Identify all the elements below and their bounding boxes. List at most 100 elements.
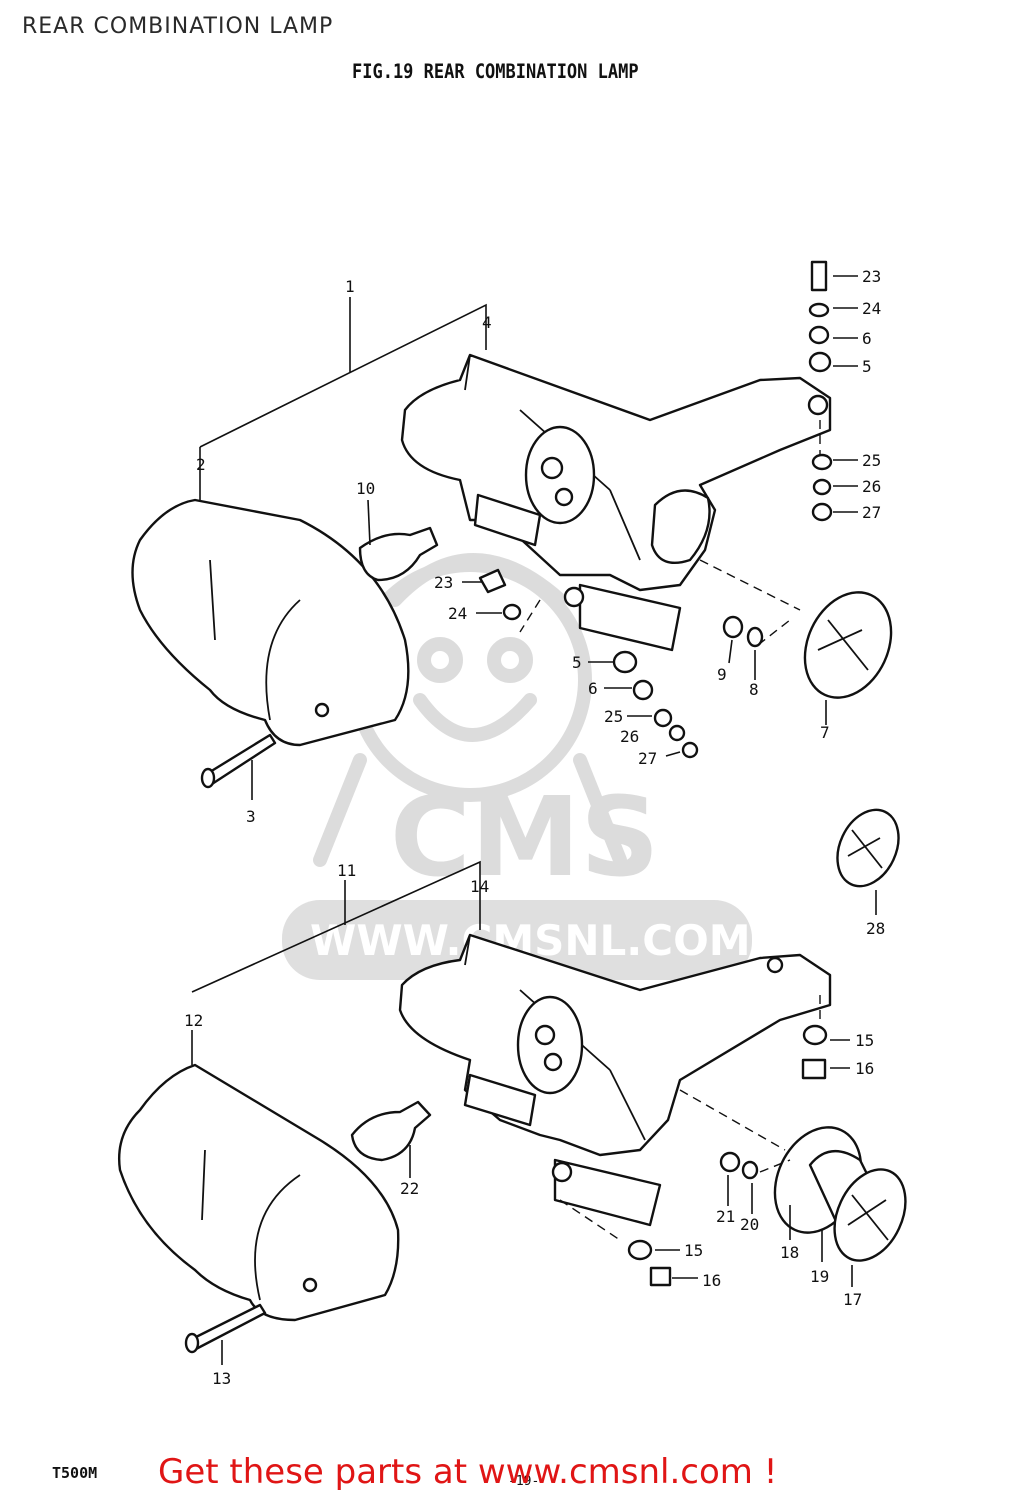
callout-25: 25 xyxy=(862,451,881,470)
callout-24-lower: 24 xyxy=(448,604,467,623)
callout-26-lower: 26 xyxy=(620,727,639,746)
callout-22: 22 xyxy=(400,1179,419,1198)
callout-4: 4 xyxy=(482,313,492,332)
washer-20 xyxy=(741,1160,759,1180)
lens-contour-line xyxy=(201,1149,301,1301)
license-bracket-lower xyxy=(553,1158,662,1227)
callout-20: 20 xyxy=(740,1215,759,1234)
callout-16: 16 xyxy=(855,1059,874,1078)
callout-11: 11 xyxy=(337,861,356,880)
mount-tab-lower xyxy=(463,1073,537,1127)
nut-5-lower xyxy=(612,650,638,674)
nut-27-lower xyxy=(681,741,699,759)
assembly-dashed-lines xyxy=(559,995,821,1241)
callout-17: 17 xyxy=(843,1290,862,1309)
model-code: T500M xyxy=(52,1464,98,1482)
nut-15-lower xyxy=(627,1239,653,1261)
socket-contact-icon xyxy=(540,456,564,480)
callout-21: 21 xyxy=(716,1207,735,1226)
reflector-28 xyxy=(836,808,900,888)
callout-27: 27 xyxy=(862,503,881,522)
leader-lines-hardware xyxy=(462,581,681,757)
callout-2: 2 xyxy=(196,455,206,474)
mount-tab-upper xyxy=(473,493,542,547)
callout-16-lower: 16 xyxy=(702,1271,721,1290)
assembly-bracket-1 xyxy=(199,297,487,448)
callout-7: 7 xyxy=(820,723,830,742)
callout-19: 19 xyxy=(810,1267,829,1286)
callout-3: 3 xyxy=(246,807,256,826)
reflector-28-group: 28 xyxy=(836,808,900,938)
lamp-lens-upper xyxy=(131,498,410,747)
callout-6: 6 xyxy=(588,679,598,698)
callout-5-stack: 5 xyxy=(862,357,872,376)
callout-28: 28 xyxy=(866,919,885,938)
washer-25 xyxy=(811,453,833,471)
assembly-bracket-11 xyxy=(191,860,481,993)
watermark-url-band xyxy=(282,900,752,980)
callout-9: 9 xyxy=(717,665,727,684)
leader-lines-stack xyxy=(833,275,858,513)
mount-hole-icon xyxy=(563,586,585,608)
washer-24-lower xyxy=(502,603,522,621)
callout-5: 5 xyxy=(572,653,582,672)
page-title: REAR COMBINATION LAMP xyxy=(22,14,334,39)
collar-16 xyxy=(801,1058,827,1080)
watermark: CMS WWW.CMSNL.COM xyxy=(282,553,752,980)
reflector-pattern-line xyxy=(847,829,883,869)
upper-lamp-assembly: 1 2 3 4 5 6 7 8 9 10 23 24 25 26 27 23 2… xyxy=(131,260,893,826)
page-number: -19- xyxy=(508,1474,540,1489)
bolt-23 xyxy=(810,260,828,292)
lamp-housing-bracket-upper xyxy=(400,353,832,592)
screw-23-lower xyxy=(478,568,507,594)
callout-24: 24 xyxy=(862,299,881,318)
leader-line xyxy=(367,499,371,546)
washer-26-lower xyxy=(668,724,686,742)
screw-hole-icon xyxy=(302,1277,318,1293)
screw-head-icon xyxy=(200,767,216,789)
lens-screw-lower xyxy=(188,1303,267,1351)
watermark-mascot-icon xyxy=(313,553,627,867)
bulb-socket-lower xyxy=(516,995,584,1095)
lower-lamp-assembly: 11 12 13 14 15 16 17 18 19 20 21 22 15 1… xyxy=(118,860,907,1388)
figure-title: FIG.19 REAR COMBINATION LAMP xyxy=(352,60,639,84)
callout-6-stack: 6 xyxy=(862,329,872,348)
callout-12: 12 xyxy=(184,1011,203,1030)
license-bracket-upper xyxy=(578,583,682,652)
callout-23: 23 xyxy=(862,267,881,286)
callout-1: 1 xyxy=(345,277,355,296)
leader-lines-tail xyxy=(727,1175,853,1287)
nut-21 xyxy=(719,1151,741,1173)
watermark-brand: CMS xyxy=(390,773,659,901)
socket-contact-icon xyxy=(554,487,574,507)
callout-18: 18 xyxy=(780,1243,799,1262)
nut-15 xyxy=(802,1024,828,1046)
callout-15: 15 xyxy=(855,1031,874,1050)
parts-shop-link[interactable]: Get these parts at www.cmsnl.com ! xyxy=(158,1452,778,1492)
washer-24 xyxy=(808,302,830,318)
leader-lines-hardware xyxy=(655,1039,850,1279)
lens-pattern-line xyxy=(847,1194,889,1241)
callout-13: 13 xyxy=(212,1369,231,1388)
callout-23-lower: 23 xyxy=(434,573,453,592)
callout-26: 26 xyxy=(862,477,881,496)
nut-27 xyxy=(811,502,833,522)
callout-8: 8 xyxy=(749,680,759,699)
reflector-pattern-line xyxy=(817,619,869,671)
washer-8 xyxy=(746,626,764,648)
lamp-lens-lower xyxy=(118,1063,400,1322)
screw-hole-icon xyxy=(314,702,330,718)
callout-14: 14 xyxy=(470,877,489,896)
lens-contour-line xyxy=(209,559,301,721)
assembly-dashed-lines xyxy=(519,420,821,646)
nut-5 xyxy=(808,351,832,373)
mount-hole-icon xyxy=(766,956,784,974)
leader-line xyxy=(728,639,827,725)
callout-25-lower: 25 xyxy=(604,707,623,726)
mount-hole-icon xyxy=(807,394,829,416)
collar-6 xyxy=(808,325,830,345)
bulb-lower xyxy=(350,1100,432,1162)
mount-hole-icon xyxy=(551,1161,573,1183)
lens-screw-upper xyxy=(203,733,277,786)
